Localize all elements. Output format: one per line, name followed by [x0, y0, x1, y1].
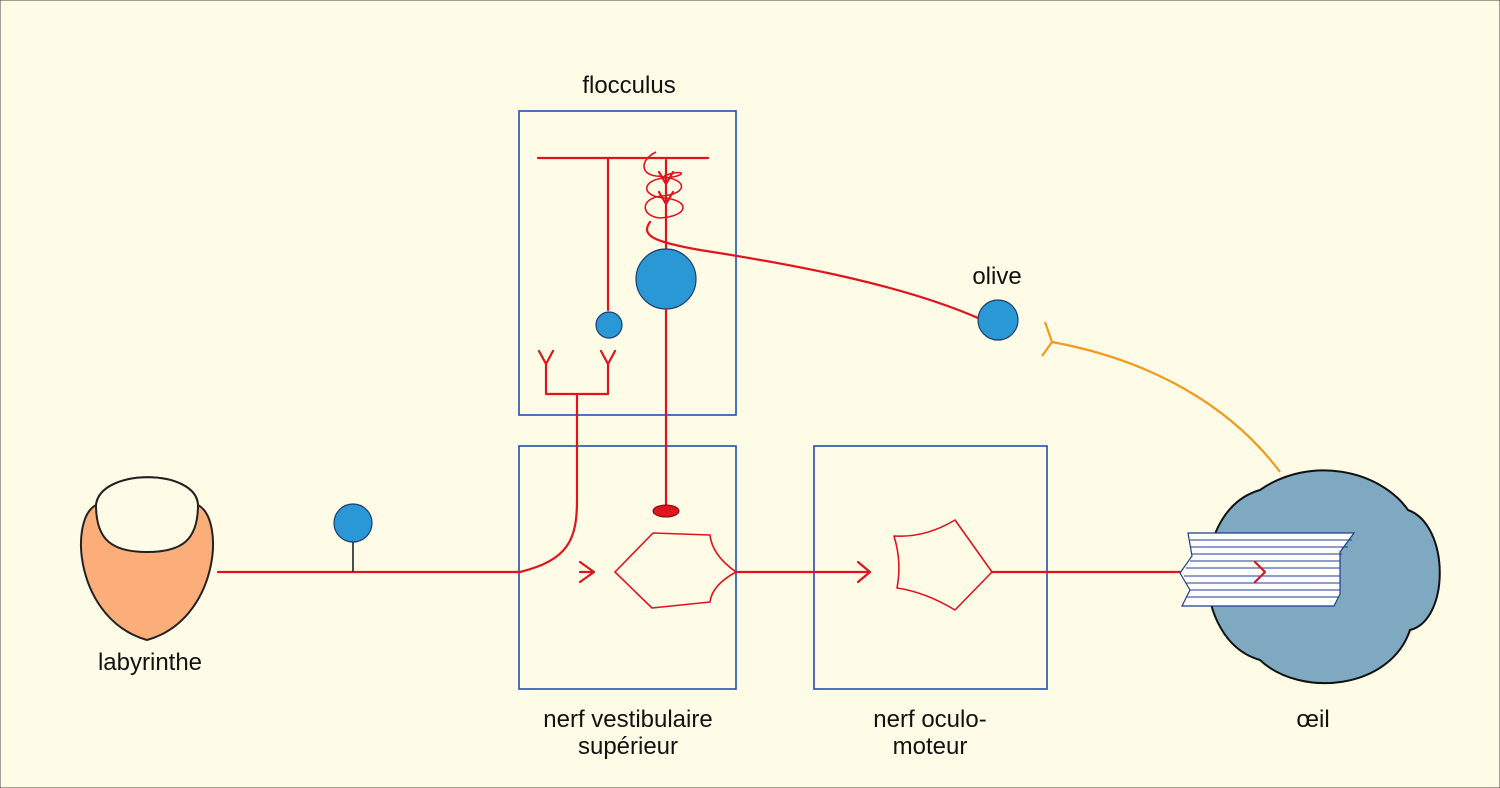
granule-cell — [595, 311, 623, 339]
oculomotor-synapse — [856, 560, 872, 584]
labyrinth-shape — [80, 476, 214, 642]
climbing-fiber-axon — [646, 220, 980, 320]
olive-label: olive — [972, 263, 1021, 290]
vestibular-synapse — [578, 560, 596, 584]
vestibular-nerve-label-line2: supérieur — [578, 733, 678, 760]
visual-pathway-terminal — [1041, 321, 1054, 357]
vestibular-nucleus-box — [518, 445, 737, 690]
labyrinth-label: labyrinthe — [98, 649, 202, 676]
flocculus-box — [518, 110, 737, 416]
climbing-fiber-coil — [643, 151, 684, 219]
oculomotor-nerve-label-line2: moteur — [893, 733, 968, 760]
oculomotor-nucleus-box — [813, 445, 1048, 690]
purkinje-cell — [635, 248, 697, 310]
mossy-fiber-collateral — [518, 392, 579, 574]
flocculus-label: flocculus — [582, 72, 675, 99]
purkinje-terminal — [652, 504, 680, 518]
eye-shape — [1179, 469, 1441, 685]
muscle-synapse — [1253, 560, 1267, 584]
inferior-olive-cell — [977, 299, 1019, 341]
oculomotor-nucleus-neuron — [893, 519, 993, 611]
vestibular-ganglion-cell — [333, 503, 373, 543]
eye-label: œil — [1296, 706, 1329, 733]
visual-pathway — [1051, 340, 1281, 473]
mossy-fiber-terminals — [537, 349, 617, 396]
vestibular-nerve-label-line1: nerf vestibulaire — [543, 706, 712, 733]
oculomotor-nerve-label-line1: nerf oculo- — [873, 706, 986, 733]
